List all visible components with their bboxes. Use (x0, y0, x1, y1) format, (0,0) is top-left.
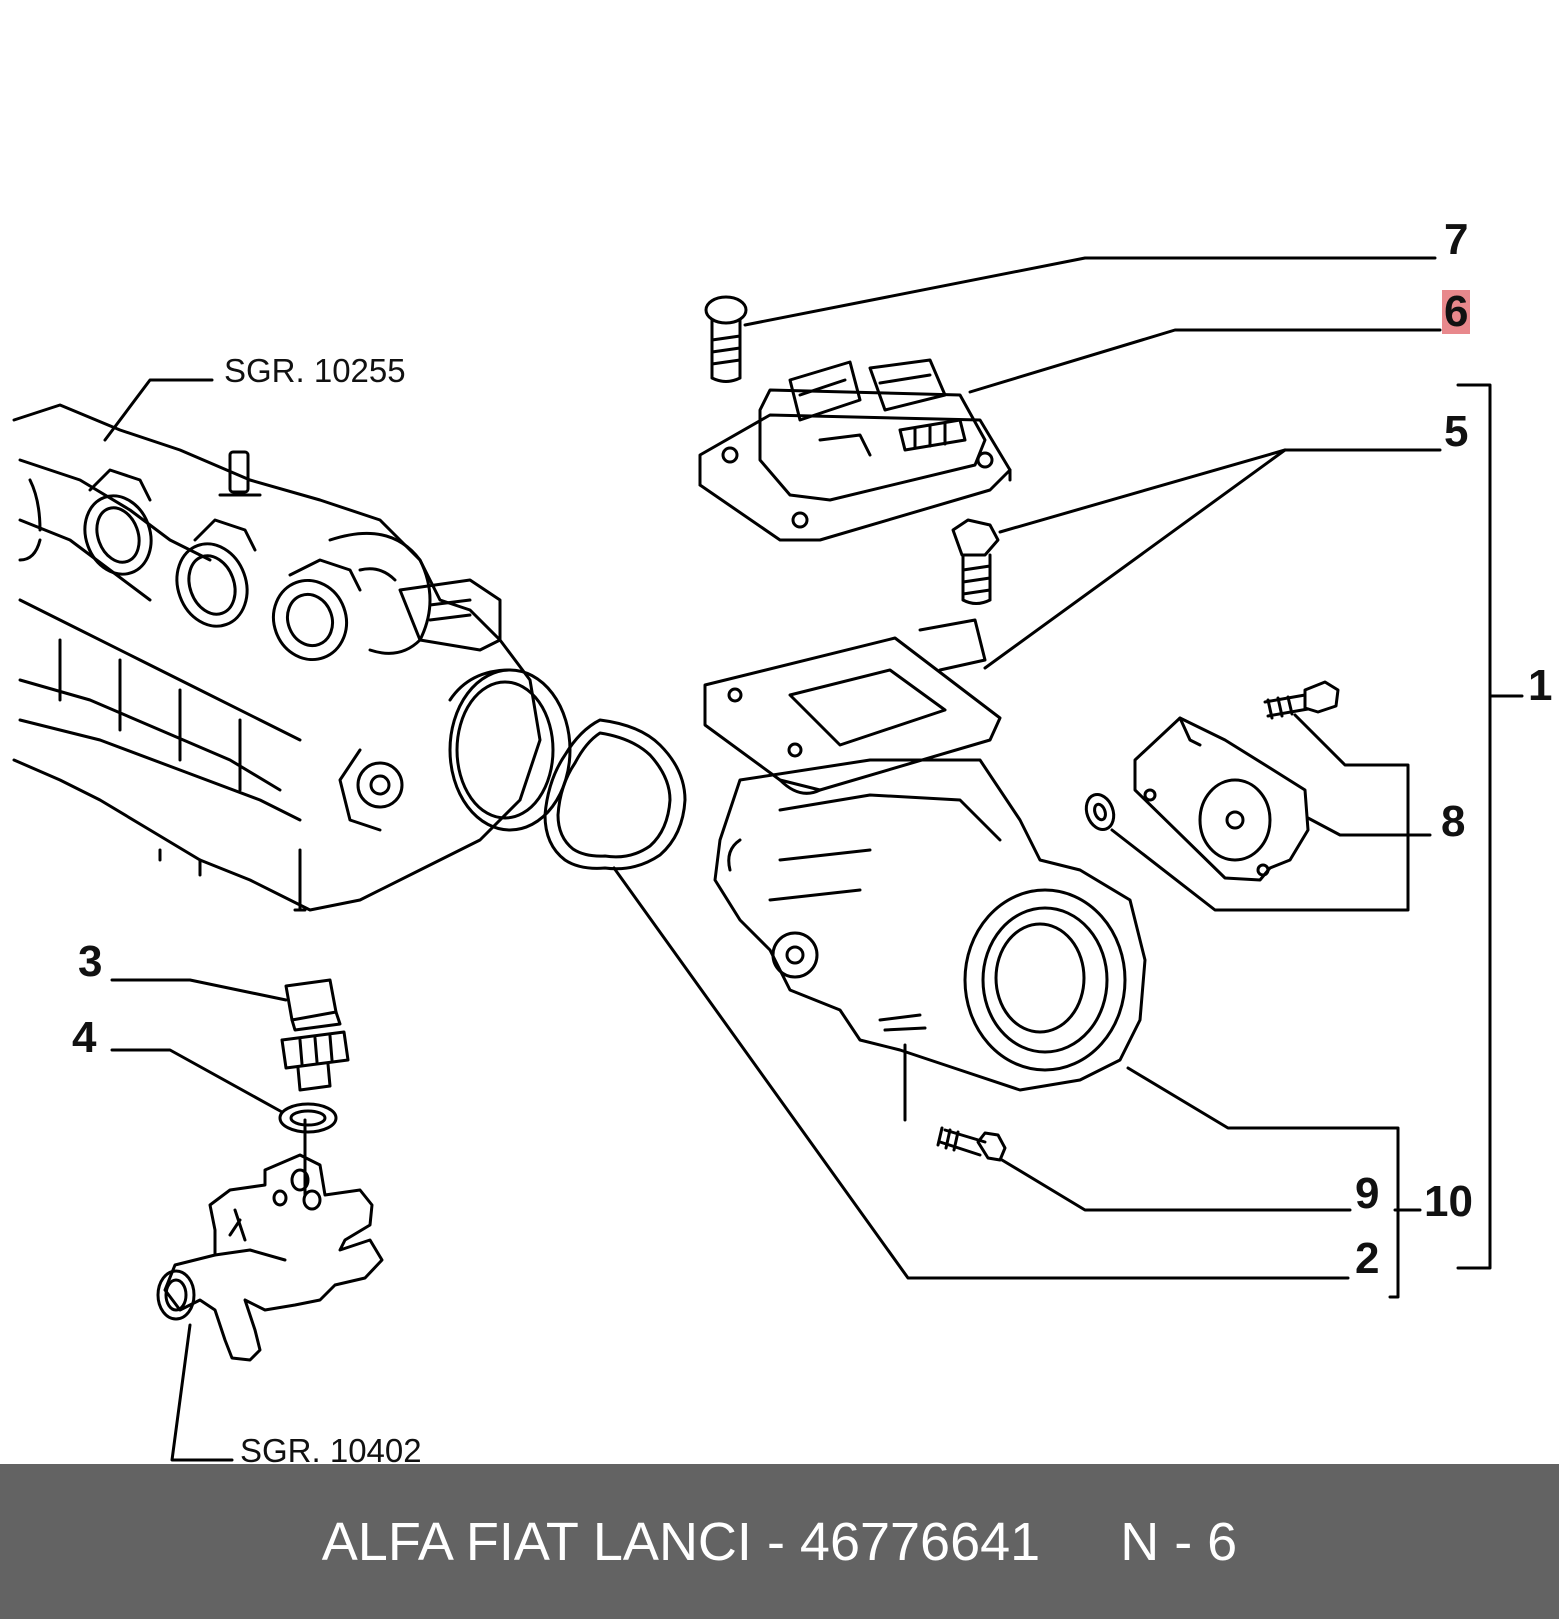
callout-9: 9 (1355, 1169, 1380, 1218)
oring-4 (278, 1102, 338, 1134)
leader-7 (743, 256, 1437, 327)
callout-8: 8 (1441, 797, 1466, 846)
part-position: N - 6 (1120, 1511, 1238, 1572)
part-footer-banner: ALFA FIAT LANCI - 46776641 N - 6 (0, 1464, 1559, 1619)
callout-1: 1 (1528, 661, 1553, 710)
leader-8b (1306, 816, 1432, 837)
leader-6 (968, 328, 1442, 394)
washer-8 (1084, 793, 1116, 831)
exploded-parts-diagram: SGR. 10255 SGR. 10402 7 6 5 1 8 9 10 2 3… (12, 215, 1553, 1469)
temp-sensor (280, 978, 350, 1092)
callout-10: 10 (1424, 1177, 1473, 1226)
position-sensor (1133, 716, 1310, 882)
ref-label-lower: SGR. 10402 (240, 1432, 422, 1469)
part-code: ALFA FIAT LANCI - 46776641 (321, 1511, 1041, 1572)
bracket-10 (1388, 1126, 1422, 1299)
ref-leader-upper (103, 378, 214, 442)
bracket-1 (1456, 383, 1492, 1270)
callout-5: 5 (1444, 407, 1469, 456)
callout-6-highlighted: 6 (1442, 287, 1471, 336)
diagram-drawing (12, 256, 1524, 1462)
actuator-module (698, 358, 1012, 542)
throttle-body (713, 758, 1147, 1092)
leader-4 (110, 1048, 284, 1114)
leader-3 (110, 978, 288, 1002)
leader-5b (983, 448, 1287, 670)
cover-gasket (703, 618, 1002, 795)
callout-2: 2 (1355, 1234, 1380, 1283)
bolt-9 (936, 1126, 1007, 1162)
coolant-fitting (156, 1118, 384, 1362)
intake-manifold (12, 403, 572, 912)
callout-4: 4 (72, 1013, 97, 1062)
leader-8 (1110, 713, 1410, 912)
ref-leader-lower (170, 1323, 234, 1462)
bolt-7 (704, 295, 748, 383)
callout-3: 3 (78, 937, 103, 986)
leader-5a (998, 448, 1442, 534)
bolt-5 (951, 518, 1000, 605)
screw-8 (1263, 680, 1340, 720)
leader-9 (1000, 1158, 1352, 1212)
leader-10 (1126, 1066, 1397, 1130)
gasket-ring (543, 718, 687, 871)
ref-label-upper: SGR. 10255 (224, 352, 406, 389)
callout-7: 7 (1444, 215, 1469, 264)
leader-2 (612, 866, 1350, 1280)
